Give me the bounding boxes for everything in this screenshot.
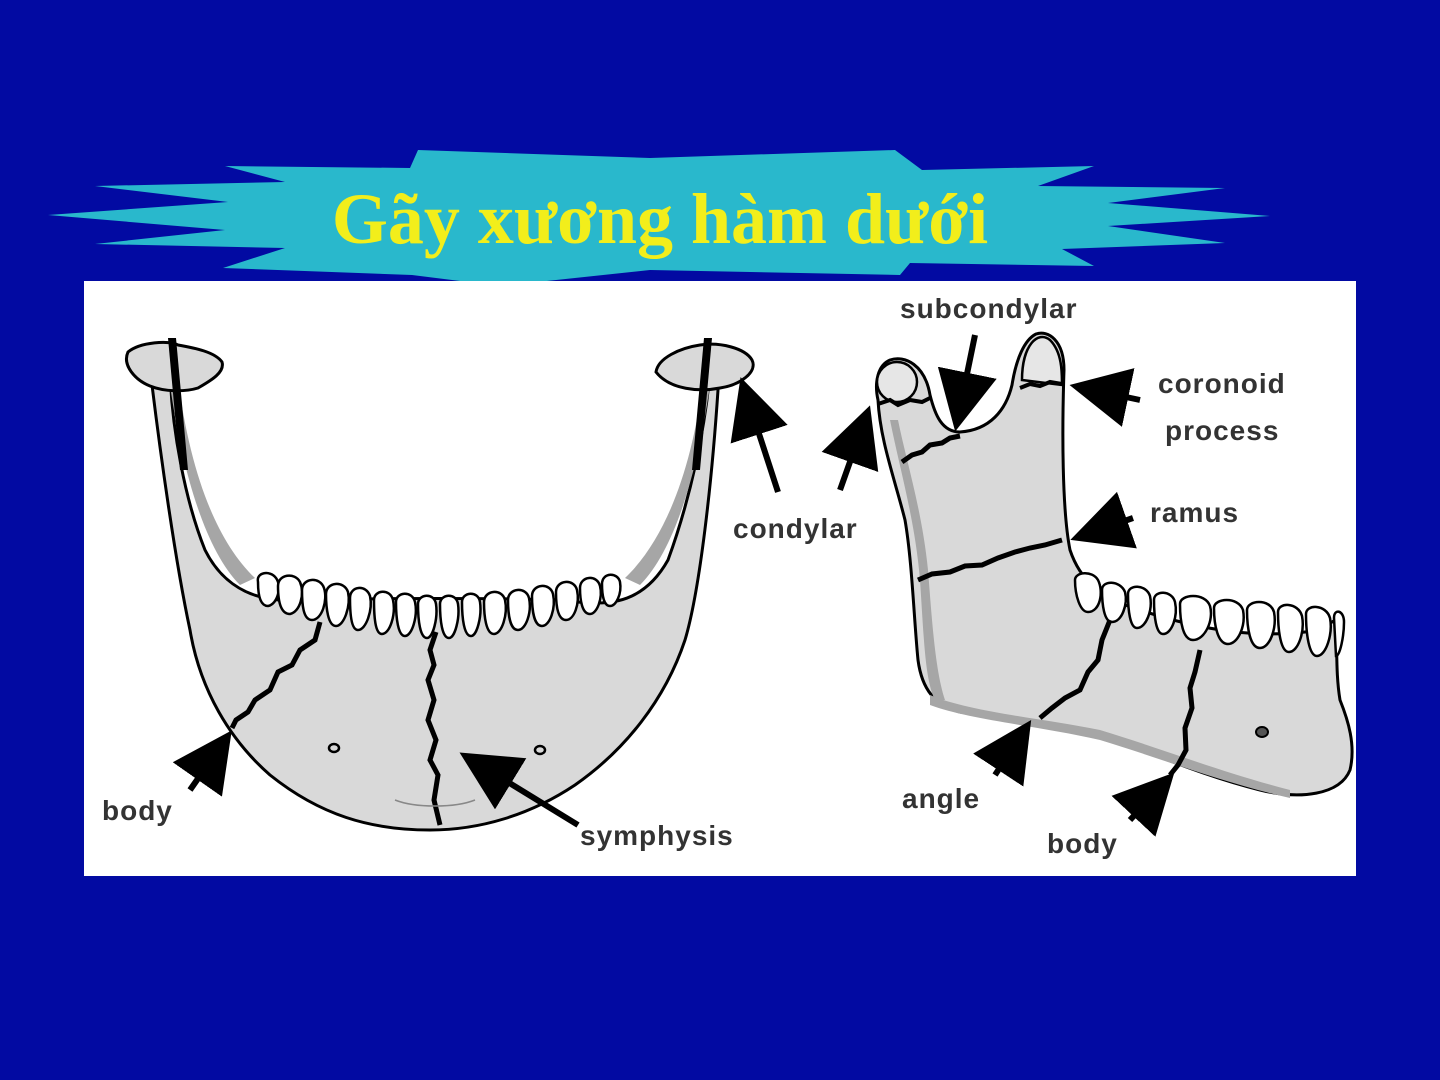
side-subcondylar-fracture	[900, 433, 961, 465]
front-body-arrow	[172, 730, 232, 797]
side-view-mandible	[875, 331, 1354, 798]
label-angle: angle	[902, 783, 980, 814]
label-subcondylar: subcondylar	[900, 293, 1077, 324]
label-front-symphysis: symphysis	[580, 820, 734, 851]
side-mandible-bone	[875, 331, 1354, 797]
figure-panel: body symphysis condylar subcondylar coro…	[84, 281, 1356, 876]
front-symphysis-fracture	[425, 631, 443, 826]
annotation-arrows	[172, 334, 1175, 837]
side-body-arrow	[1111, 772, 1175, 837]
mandible-illustration: body symphysis condylar subcondylar coro…	[102, 293, 1354, 859]
side-ramus-fracture	[917, 537, 1063, 583]
side-angle-fracture	[1038, 619, 1113, 720]
side-ramus-arrow	[1070, 491, 1137, 549]
label-condylar: condylar	[733, 513, 858, 544]
side-teeth	[1073, 572, 1346, 658]
banner-shape	[48, 150, 1270, 286]
front-view-mandible	[125, 338, 755, 832]
slide-title: Gãy xương hàm dưới	[331, 179, 989, 259]
side-coronoid-arrow	[1069, 368, 1141, 427]
annotation-labels: body symphysis condylar subcondylar coro…	[102, 293, 1286, 859]
side-body-fracture	[1168, 649, 1203, 777]
side-subcondylar-arrow	[937, 334, 997, 432]
label-side-body: body	[1047, 828, 1118, 859]
front-body-fracture	[229, 621, 323, 730]
side-angle-arrow	[973, 719, 1032, 787]
label-ramus: ramus	[1150, 497, 1239, 528]
front-symphysis-arrow	[459, 752, 580, 828]
label-coronoid-line2: process	[1165, 415, 1279, 446]
label-coronoid-line1: coronoid	[1158, 368, 1286, 399]
front-teeth	[256, 571, 622, 640]
front-condylar-arrow	[730, 377, 788, 493]
side-coronoid-fracture	[1019, 379, 1063, 390]
side-condylar-arrow	[821, 405, 879, 492]
side-condylar-fracture	[877, 396, 931, 408]
label-front-body: body	[102, 795, 173, 826]
